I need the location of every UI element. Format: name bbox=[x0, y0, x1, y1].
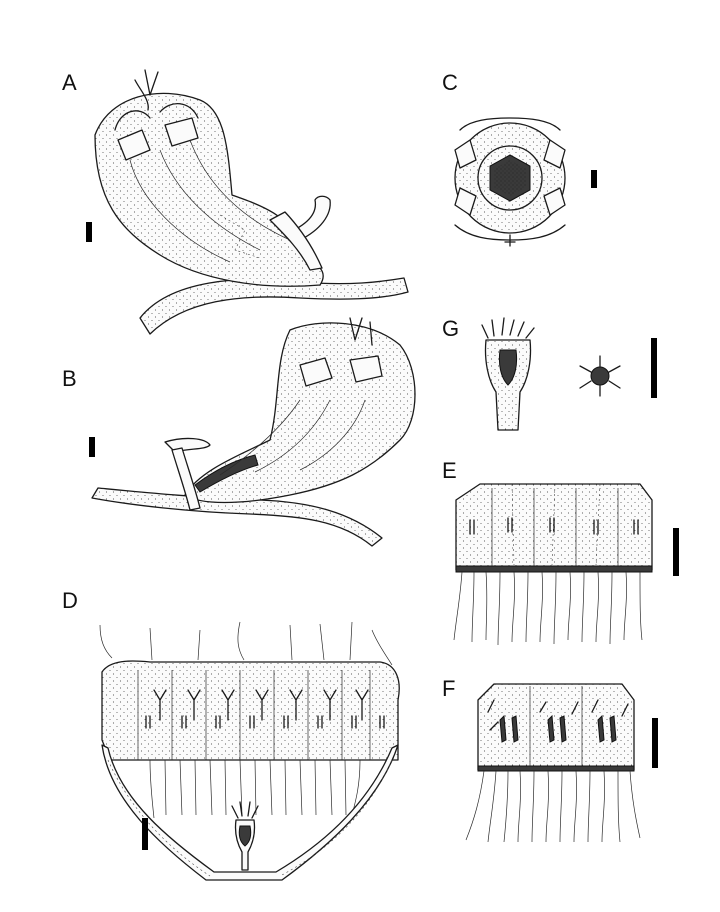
panel-g-pistil-side-view bbox=[481, 317, 535, 431]
panel-label-g: G bbox=[442, 316, 459, 341]
panel-label-c: C bbox=[442, 70, 458, 95]
panel-label-b: B bbox=[62, 366, 77, 391]
panel-d: D bbox=[62, 588, 400, 881]
panel-a: A bbox=[62, 69, 409, 335]
panel-g: G bbox=[442, 316, 657, 431]
panel-b-flower-drawing bbox=[91, 317, 416, 547]
panel-b: B bbox=[62, 317, 416, 547]
panel-g-stigma-top-view bbox=[579, 355, 621, 397]
scale-bar-e bbox=[673, 528, 679, 576]
panel-c-flower-top-view bbox=[454, 117, 566, 247]
panel-label-e: E bbox=[442, 458, 457, 483]
scale-bar-d bbox=[142, 818, 148, 850]
panel-a-flower-drawing bbox=[94, 69, 409, 335]
scale-bar-g bbox=[651, 338, 657, 398]
panel-label-a: A bbox=[62, 70, 77, 95]
panel-c: C bbox=[442, 70, 597, 247]
scale-bar-b bbox=[89, 437, 95, 457]
scale-bar-a bbox=[86, 222, 92, 242]
panel-label-f: F bbox=[442, 676, 455, 701]
panel-label-d: D bbox=[62, 588, 78, 613]
scale-bar-c bbox=[591, 170, 597, 188]
panel-e: E bbox=[442, 458, 679, 646]
panel-d-opened-flower-drawing bbox=[99, 621, 400, 881]
panel-f: F bbox=[442, 676, 658, 843]
scale-bar-f bbox=[652, 718, 658, 768]
panel-f-corona-drawing bbox=[465, 683, 641, 843]
panel-e-corona-drawing bbox=[453, 483, 653, 646]
